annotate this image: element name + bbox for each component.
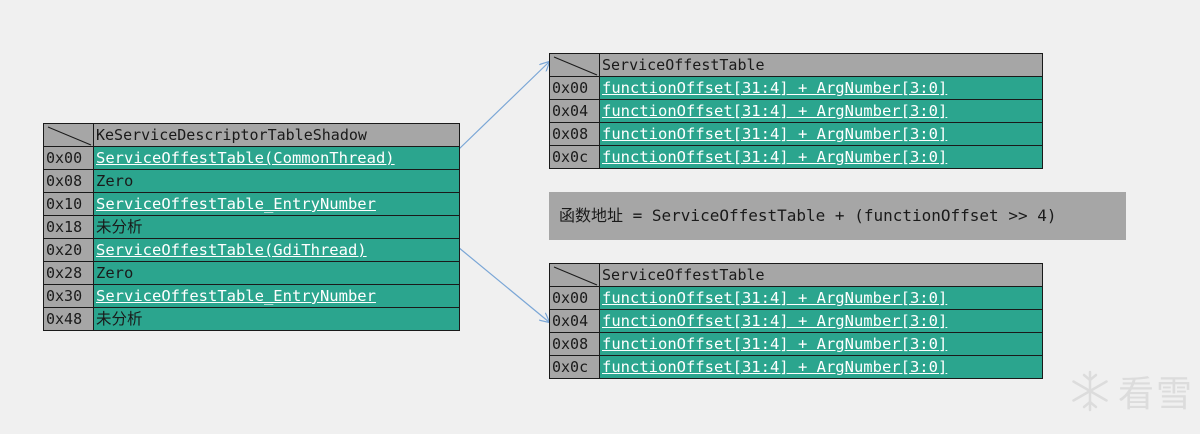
table-row: 0x08 functionOffset[31:4] + ArgNumber[3:… [550, 333, 1042, 356]
offset-cell: 0x0c [550, 356, 600, 378]
table-title: ServiceOffestTable [600, 54, 1042, 76]
diagonal-corner-icon [44, 124, 94, 146]
offset-cell: 0x00 [550, 287, 600, 309]
offset-cell: 0x08 [44, 170, 94, 192]
function-offset-link[interactable]: functionOffset[31:4] + ArgNumber[3:0] [600, 310, 1042, 332]
offset-cell: 0x28 [44, 262, 94, 284]
arrow-to-bottom-table [457, 246, 549, 322]
table-row: 0x08 Zero [44, 170, 459, 193]
table-row: 0x10 ServiceOffestTable_EntryNumber [44, 193, 459, 216]
table-title: ServiceOffestTable [600, 264, 1042, 286]
watermark-text: 看雪 [1118, 374, 1195, 415]
offset-cell: 0x00 [44, 147, 94, 169]
table-row: 0x0c functionOffset[31:4] + ArgNumber[3:… [550, 146, 1042, 169]
diagonal-corner-icon [550, 54, 600, 76]
arrow-to-top-table [457, 62, 549, 151]
service-offset-table-top: ServiceOffestTable 0x00 functionOffset[3… [549, 53, 1043, 169]
table-row: 0x00 functionOffset[31:4] + ArgNumber[3:… [550, 287, 1042, 310]
address-formula: 函数地址 = ServiceOffestTable + (functionOff… [549, 192, 1126, 240]
link-gdi-thread[interactable]: ServiceOffestTable(GdiThread) [94, 239, 459, 261]
offset-cell: 0x0c [550, 146, 600, 168]
table-row: 0x08 functionOffset[31:4] + ArgNumber[3:… [550, 123, 1042, 146]
snowflake-icon [1072, 370, 1108, 412]
table-row: 0x18 未分析 [44, 216, 459, 239]
offset-cell: 0x00 [550, 77, 600, 99]
function-offset-link[interactable]: functionOffset[31:4] + ArgNumber[3:0] [600, 356, 1042, 378]
value-cell: Zero [94, 262, 459, 284]
table-header-row: ServiceOffestTable [550, 264, 1042, 287]
table-row: 0x30 ServiceOffestTable_EntryNumber [44, 285, 459, 308]
function-offset-link[interactable]: functionOffset[31:4] + ArgNumber[3:0] [600, 77, 1042, 99]
table-row: 0x00 ServiceOffestTable(CommonThread) [44, 147, 459, 170]
offset-cell: 0x04 [550, 100, 600, 122]
value-cell: Zero [94, 170, 459, 192]
table-row: 0x28 Zero [44, 262, 459, 285]
function-offset-link[interactable]: functionOffset[31:4] + ArgNumber[3:0] [600, 287, 1042, 309]
function-offset-link[interactable]: functionOffset[31:4] + ArgNumber[3:0] [600, 146, 1042, 168]
table-row: 0x48 未分析 [44, 308, 459, 331]
function-offset-link[interactable]: functionOffset[31:4] + ArgNumber[3:0] [600, 100, 1042, 122]
table-row: 0x00 functionOffset[31:4] + ArgNumber[3:… [550, 77, 1042, 100]
table-row: 0x04 functionOffset[31:4] + ArgNumber[3:… [550, 310, 1042, 333]
link-entry-number-shadow[interactable]: ServiceOffestTable_EntryNumber [94, 285, 459, 307]
table-header-row: KeServiceDescriptorTableShadow [44, 124, 459, 147]
offset-cell: 0x08 [550, 333, 600, 355]
link-common-thread[interactable]: ServiceOffestTable(CommonThread) [94, 147, 459, 169]
table-row: 0x0c functionOffset[31:4] + ArgNumber[3:… [550, 356, 1042, 379]
function-offset-link[interactable]: functionOffset[31:4] + ArgNumber[3:0] [600, 123, 1042, 145]
value-cell: 未分析 [94, 308, 459, 330]
offset-cell: 0x10 [44, 193, 94, 215]
offset-cell: 0x48 [44, 308, 94, 330]
service-offset-table-bottom: ServiceOffestTable 0x00 functionOffset[3… [549, 263, 1043, 379]
offset-cell: 0x18 [44, 216, 94, 238]
table-title: KeServiceDescriptorTableShadow [94, 124, 459, 146]
function-offset-link[interactable]: functionOffset[31:4] + ArgNumber[3:0] [600, 333, 1042, 355]
table-row: 0x04 functionOffset[31:4] + ArgNumber[3:… [550, 100, 1042, 123]
offset-cell: 0x30 [44, 285, 94, 307]
link-entry-number[interactable]: ServiceOffestTable_EntryNumber [94, 193, 459, 215]
table-header-row: ServiceOffestTable [550, 54, 1042, 77]
diagonal-corner-icon [550, 264, 600, 286]
table-row: 0x20 ServiceOffestTable(GdiThread) [44, 239, 459, 262]
value-cell: 未分析 [94, 216, 459, 238]
offset-cell: 0x20 [44, 239, 94, 261]
watermark: 看雪 [1068, 366, 1200, 416]
offset-cell: 0x08 [550, 123, 600, 145]
offset-cell: 0x04 [550, 310, 600, 332]
ke-service-descriptor-table-shadow: KeServiceDescriptorTableShadow 0x00 Serv… [43, 123, 460, 331]
